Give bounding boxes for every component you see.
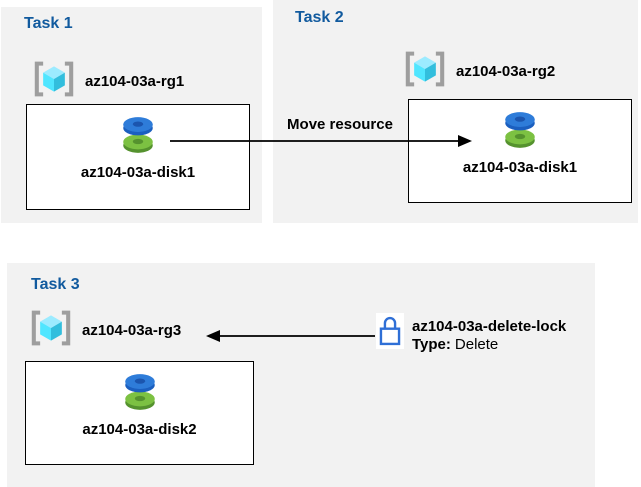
- delete-lock-type-value: Delete: [454, 336, 499, 353]
- task3-title: Task 3: [31, 276, 80, 293]
- task2-resource-group-label: az104-03a-rg2: [456, 63, 556, 80]
- disk-icon: [505, 112, 535, 148]
- resource-group-icon: [34, 61, 74, 97]
- task2-title: Task 2: [295, 9, 344, 26]
- task2-resource-group: az104-03a-rg2: [403, 50, 555, 93]
- task2-panel: Task 2 az104-03a-rg2 az104-03a-disk1: [273, 0, 638, 223]
- task2-resource-box: az104-03a-disk1: [408, 99, 632, 203]
- task1-resource-group-label: az104-03a-rg1: [85, 73, 185, 90]
- delete-lock-name: az104-03a-delete-lock: [412, 318, 567, 335]
- task3-panel: Task 3 az104-03a-rg3 az104-03a-disk2: [7, 263, 595, 487]
- task3-resource-box: az104-03a-disk2: [25, 361, 254, 465]
- delete-lock-text: az104-03a-delete-lock Type:Delete: [412, 318, 566, 354]
- task1-resource-group: az104-03a-rg1: [32, 60, 184, 103]
- delete-lock-type: Type:Delete: [412, 336, 566, 354]
- task3-disk-label: az104-03a-disk2: [82, 421, 197, 438]
- resource-group-icon: [32, 60, 76, 103]
- task1-panel: Task 1 az104-03a-rg1 az104-03a-disk1: [1, 7, 262, 223]
- move-resource-label: Move resource: [287, 116, 393, 133]
- disk-icon: [119, 372, 161, 417]
- task3-resource-group-label: az104-03a-rg3: [82, 322, 182, 339]
- disk-icon: [499, 110, 541, 155]
- disk-icon: [124, 374, 155, 410]
- resource-group-icon: [403, 50, 447, 93]
- delete-lock-type-label: Type:: [412, 336, 451, 353]
- delete-lock: [376, 313, 404, 349]
- task2-disk-label: az104-03a-disk1: [462, 159, 578, 176]
- resource-group-icon: [31, 310, 71, 346]
- disk-icon: [123, 117, 153, 153]
- task3-resource-group: az104-03a-rg3: [29, 309, 181, 352]
- resource-group-icon: [29, 309, 73, 352]
- disk-icon: [117, 115, 159, 160]
- task1-title: Task 1: [24, 15, 73, 32]
- resource-group-icon: [405, 51, 445, 87]
- lock-icon: [379, 316, 401, 346]
- task1-disk-label: az104-03a-disk1: [80, 164, 196, 181]
- task1-resource-box: az104-03a-disk1: [26, 104, 250, 210]
